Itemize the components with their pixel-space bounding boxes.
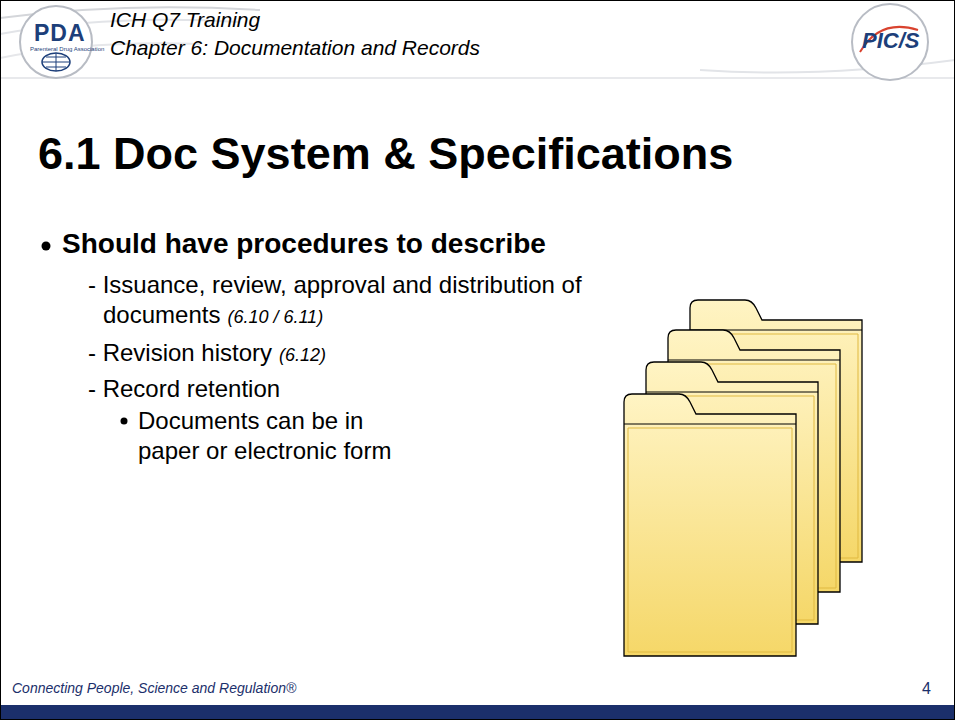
reference-number: (6.10 / 6.11) bbox=[227, 307, 323, 327]
header-text: ICH Q7 Training bbox=[110, 8, 260, 32]
slide-title: 6.1 Doc System & Specifications bbox=[38, 128, 733, 180]
bullet-text: Documents can be in paper or electronic … bbox=[138, 406, 398, 466]
sub-bullet-line: - Record retention bbox=[88, 374, 703, 404]
reference-number: (6.12) bbox=[279, 345, 326, 365]
page-number: 4 bbox=[922, 680, 931, 698]
logo-text: Parenteral Drug Association bbox=[30, 46, 104, 52]
footer-text: Connecting People, Science and Regulatio… bbox=[12, 680, 296, 696]
bullet-text: - Revision history bbox=[88, 339, 272, 366]
bullet-text: - Record retention bbox=[88, 375, 280, 402]
bullet-text: - Issuance, review, approval and distrib… bbox=[88, 271, 582, 328]
bullet-text: Should have procedures to describe bbox=[62, 228, 546, 260]
sub-bullet-line: - Issuance, review, approval and distrib… bbox=[88, 270, 703, 332]
header-text: Chapter 6: Documentation and Records bbox=[110, 36, 480, 60]
sub-bullet-line: - Revision history (6.12) bbox=[88, 338, 703, 370]
logo-text: PIC/S bbox=[862, 28, 919, 54]
logo-text: PDA bbox=[34, 20, 86, 47]
